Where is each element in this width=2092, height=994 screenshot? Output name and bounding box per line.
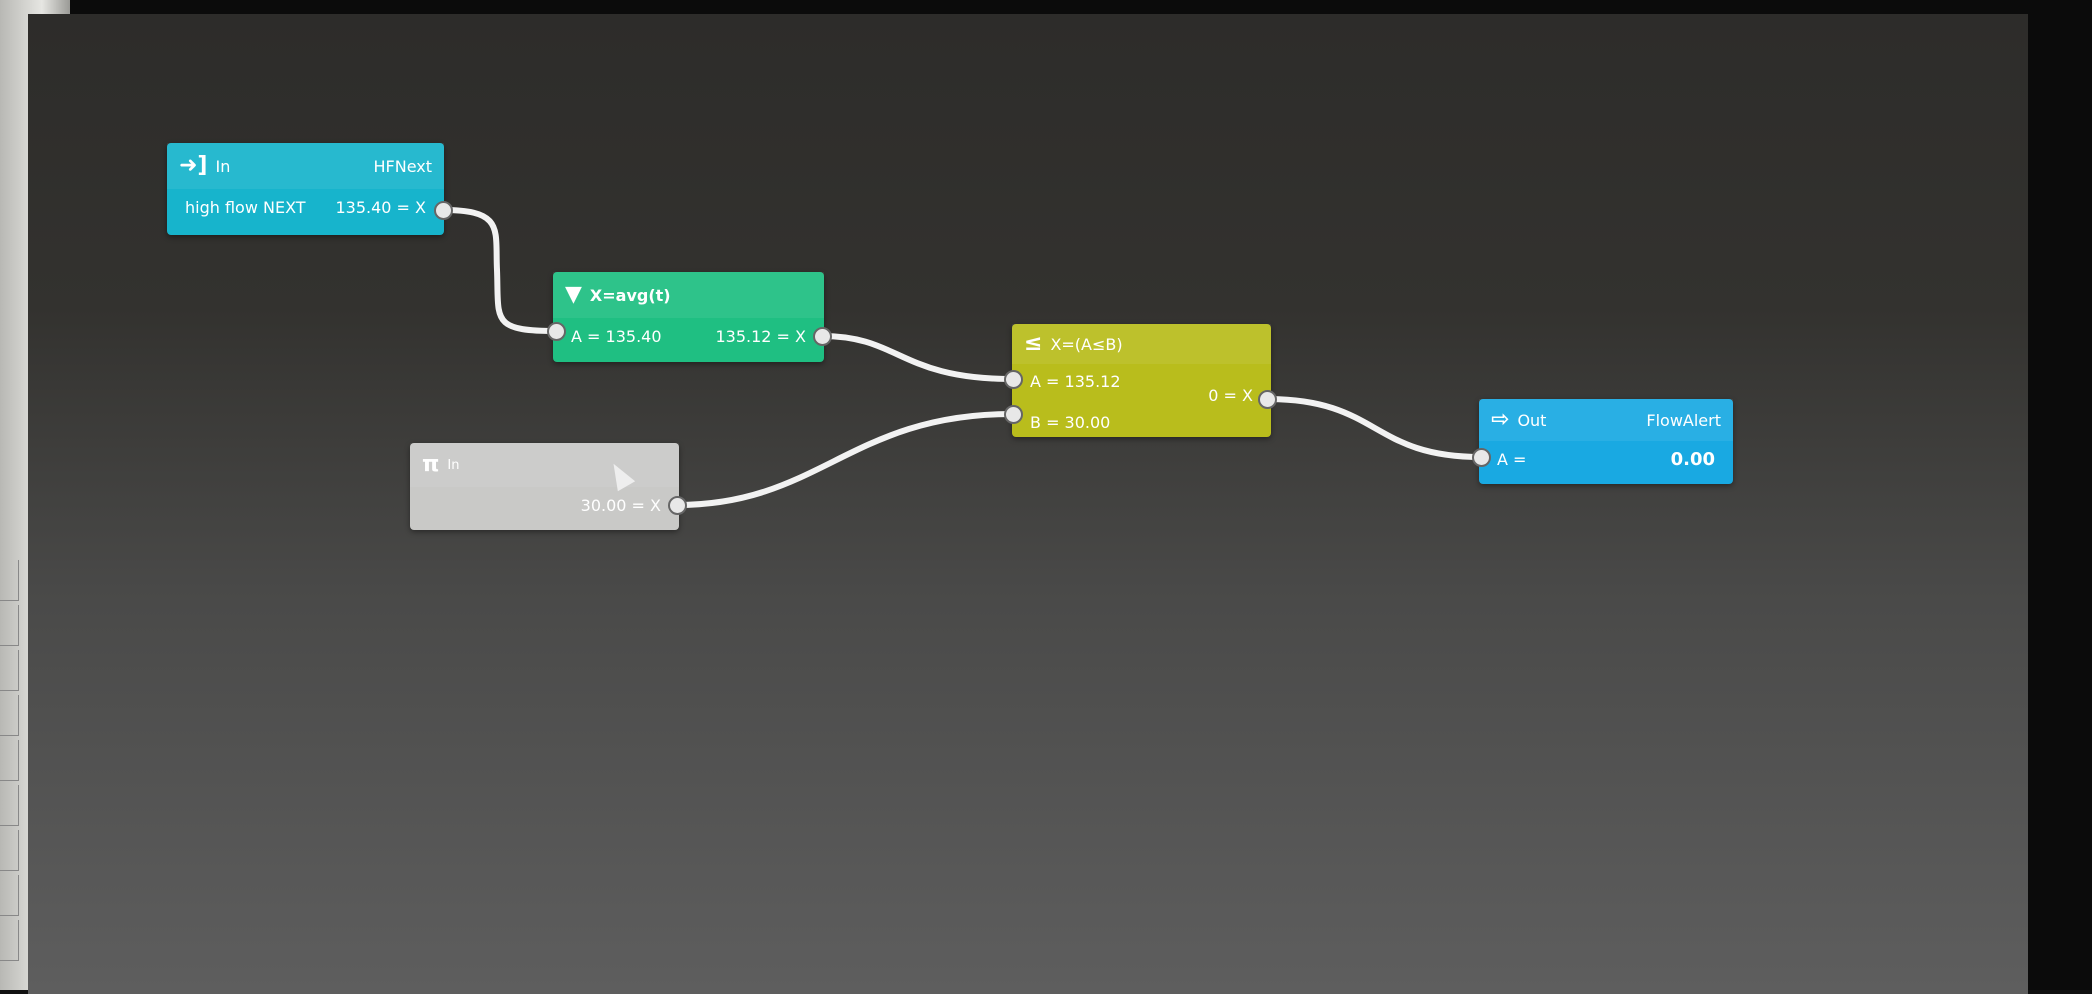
sign-out-icon: ⇨ [1491, 407, 1510, 432]
output-value: 135.40 = X [335, 197, 426, 217]
panel-cell [0, 560, 19, 601]
filter-icon: ▼ [565, 282, 582, 307]
compare-node[interactable]: ≤X=(A≤B) A = 135.12 0 = X B = 30.00 [1012, 324, 1271, 437]
output-port[interactable] [1258, 390, 1277, 409]
less-equal-icon: ≤ [1024, 331, 1043, 356]
output-port[interactable] [668, 496, 687, 515]
node-name: HFNext [373, 156, 432, 176]
input-port[interactable] [547, 322, 566, 341]
wire-compare-to-out [1264, 396, 1484, 460]
output-value: 135.12 = X [715, 326, 806, 346]
input-port[interactable] [1472, 448, 1491, 467]
panel-cell [0, 920, 19, 961]
panel-cell [0, 605, 19, 646]
wire-avg-to-compare-a [819, 333, 1015, 382]
input-port-b[interactable] [1004, 405, 1023, 424]
panel-cell [0, 740, 19, 781]
input-a-value: A = 135.12 [1030, 371, 1121, 391]
output-value: 0.00 [1670, 448, 1715, 470]
wire-constant-to-compare-b [674, 411, 1015, 508]
node-name: FlowAlert [1646, 410, 1721, 430]
output-value: 0 = X [1208, 385, 1253, 405]
pi-icon: π [422, 452, 440, 477]
wire-hfnext-to-avg [440, 207, 559, 334]
panel-cell [0, 785, 19, 826]
sign-in-icon: ➜] [179, 153, 208, 178]
panel-cell [0, 650, 19, 691]
output-port[interactable] [813, 327, 832, 346]
node-description: high flow NEXT [185, 197, 306, 217]
input-a-label: A = [1497, 449, 1527, 469]
input-b-value: B = 30.00 [1030, 412, 1111, 432]
input-port-a[interactable] [1004, 370, 1023, 389]
output-value: 30.00 = X [580, 495, 661, 515]
input-a-value: A = 135.40 [571, 326, 662, 346]
panel-cell [0, 875, 19, 916]
output-port[interactable] [434, 201, 453, 220]
panel-cell [0, 830, 19, 871]
panel-cell [0, 695, 19, 736]
